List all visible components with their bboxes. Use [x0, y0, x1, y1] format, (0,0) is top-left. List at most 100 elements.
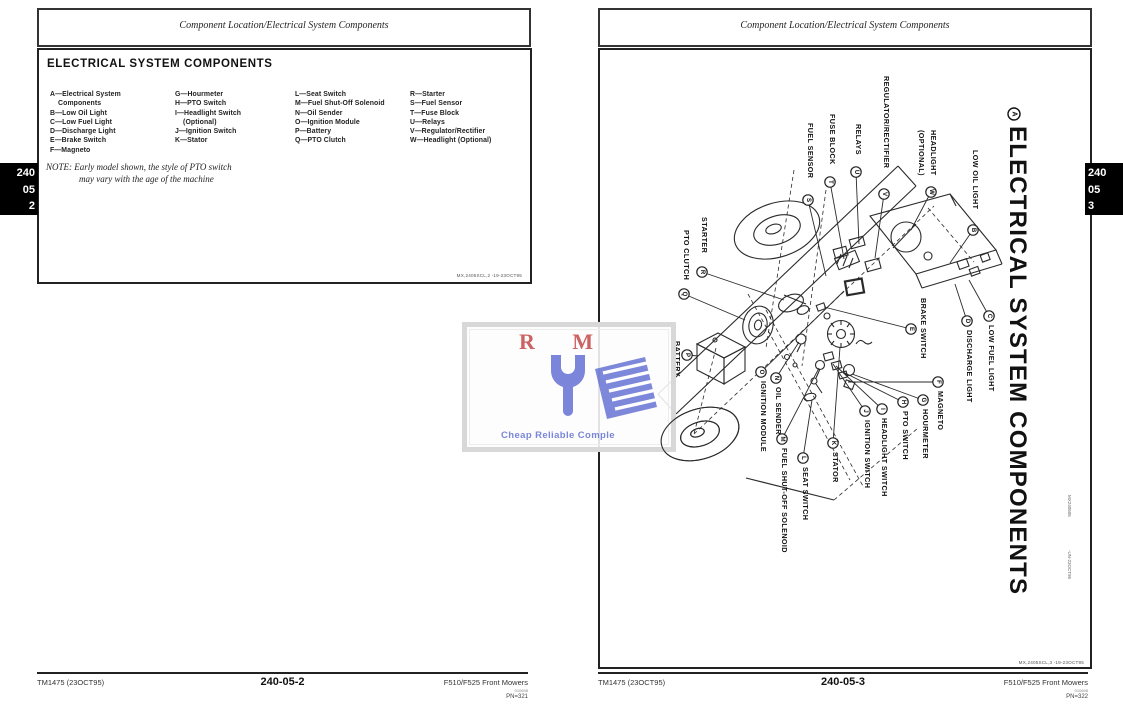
diagram-label-O: O IGNITION MODULE: [755, 366, 768, 452]
legend-entry: K—Stator: [175, 137, 208, 145]
note-line2: may vary with the age of the machine: [79, 173, 214, 184]
section-tab-right: 240 05 3: [1085, 163, 1123, 215]
svg-text:(OPTIONAL): (OPTIONAL): [917, 130, 926, 176]
legend-entry: I—Headlight Switch: [175, 109, 242, 117]
svg-text:OIL SENDER: OIL SENDER: [774, 387, 783, 435]
diagram-label-S: S FUEL SENSOR: [802, 123, 815, 206]
legend-entry: L—Seat Switch: [295, 91, 347, 98]
tab-left-line1: 240: [16, 167, 35, 179]
svg-text:HOURMETER: HOURMETER: [921, 409, 930, 459]
svg-text:V: V: [881, 192, 887, 196]
legend-entry: R—Starter: [410, 91, 445, 98]
svg-text:O: O: [758, 370, 764, 375]
svg-text:FUEL SHUT-OFF SOLENOID: FUEL SHUT-OFF SOLENOID: [780, 448, 789, 553]
starter-part: [778, 293, 804, 313]
legend-entry: S—Fuel Sensor: [410, 100, 463, 108]
legend-entry: F—Magneto: [50, 146, 91, 154]
svg-text:G: G: [920, 398, 926, 403]
fuse-block-part: [833, 249, 861, 271]
left-content-box: ELECTRICAL SYSTEM COMPONENTS A—Electrica…: [37, 48, 532, 284]
right-footer-pn: PN=322: [1066, 694, 1088, 700]
svg-text:S: S: [805, 198, 811, 202]
right-footer-model: F510/F525 Front Mowers: [1003, 678, 1088, 687]
legend-entry: N—Oil Sender: [295, 109, 343, 117]
svg-text:BATTERY: BATTERY: [673, 341, 682, 377]
legend-entry: E—Brake Switch: [50, 137, 107, 145]
pto-clutch-part: [742, 305, 774, 345]
legend-entry: M—Fuel Shut-Off Solenoid: [295, 100, 385, 108]
diagram-label-I: I HEADLIGHT SWITCH: [876, 403, 889, 497]
page-title: ELECTRICAL SYSTEM COMPONENTS: [47, 58, 273, 70]
left-footer-page-number: 240-05-2: [260, 676, 305, 688]
left-footer-rule: [37, 672, 528, 674]
svg-text:M: M: [779, 437, 785, 442]
svg-text:LOW OIL LIGHT: LOW OIL LIGHT: [971, 150, 980, 210]
svg-text:P: P: [684, 353, 690, 357]
svg-text:REGULATOR/RECTIFIER: REGULATOR/RECTIFIER: [882, 76, 891, 169]
svg-text:STARTER: STARTER: [700, 217, 709, 254]
diagram-label-V: V REGULATOR/RECTIFIER: [878, 76, 891, 200]
svg-text:C: C: [986, 314, 992, 319]
right-header-text: Component Location/Electrical System Com…: [740, 20, 950, 31]
relay-part: [848, 235, 866, 250]
svg-text:FUEL SENSOR: FUEL SENSOR: [806, 123, 815, 179]
svg-text:IGNITION MODULE: IGNITION MODULE: [759, 381, 768, 452]
legend-entry: V—Regulator/Rectifier: [410, 128, 486, 136]
svg-text:R: R: [699, 270, 705, 275]
diagram-label-M: M FUEL SHUT-OFF SOLENOID: [776, 433, 789, 553]
svg-text:T: T: [827, 180, 833, 184]
svg-text:DISCHARGE LIGHT: DISCHARGE LIGHT: [965, 330, 974, 403]
legend-entry: T—Fuse Block: [410, 109, 460, 117]
svg-text:J: J: [862, 409, 868, 412]
left-footer-pn: PN=321: [506, 694, 528, 700]
diagram-label-T: T FUSE BLOCK: [824, 114, 837, 188]
watermark-caption: Cheap Reliable Comple: [501, 430, 615, 441]
svg-text:IGNITION SWITCH: IGNITION SWITCH: [863, 420, 872, 488]
rear-wheel: [733, 200, 821, 260]
book-icon: [595, 357, 660, 419]
right-figure-caption: MX,2405SCL,3 -19-23OCT95: [1018, 660, 1084, 665]
svg-text:BRAKE SWITCH: BRAKE SWITCH: [919, 298, 928, 359]
legend-entry: Q—PTO Clutch: [295, 137, 346, 145]
oil-sender-part: [795, 333, 807, 345]
left-page-running-header: Component Location/Electrical System Com…: [37, 8, 531, 47]
note-line1: Early model shown, the style of PTO swit…: [74, 162, 232, 172]
tab-right-line3: 3: [1088, 200, 1095, 212]
svg-text:H: H: [900, 400, 906, 404]
fuel-solenoid-part: [814, 359, 826, 371]
svg-text:MAGNETO: MAGNETO: [936, 391, 945, 430]
legend-entry: W—Headlight (Optional): [410, 137, 492, 145]
right-page-running-header: Component Location/Electrical System Com…: [598, 8, 1092, 47]
svg-text:SEAT SWITCH: SEAT SWITCH: [801, 467, 810, 520]
stator-part: [826, 319, 856, 349]
left-header-text: Component Location/Electrical System Com…: [179, 20, 389, 31]
watermark-initials: R M: [519, 329, 610, 354]
leader-lines: [683, 171, 990, 459]
svg-text:PTO CLUTCH: PTO CLUTCH: [682, 230, 691, 280]
svg-text:PTO SWITCH: PTO SWITCH: [901, 411, 910, 460]
right-footer-manual-id: TM1475 (23OCT95): [598, 678, 666, 687]
legend-entry: H—PTO Switch: [175, 100, 227, 108]
ignition-module-part: [843, 277, 866, 297]
svg-text:FUSE BLOCK: FUSE BLOCK: [828, 114, 837, 165]
svg-text:W: W: [928, 189, 934, 195]
svg-text:L: L: [800, 456, 806, 460]
svg-text:I: I: [879, 408, 885, 410]
seat-switch-part: [803, 392, 817, 402]
watermark: R M Cheap Reliable Comple: [462, 322, 676, 452]
front-wheel-overlay: [660, 406, 740, 462]
svg-text:HEADLIGHT SWITCH: HEADLIGHT SWITCH: [880, 418, 889, 497]
legend-entry: U—Relays: [410, 118, 445, 126]
